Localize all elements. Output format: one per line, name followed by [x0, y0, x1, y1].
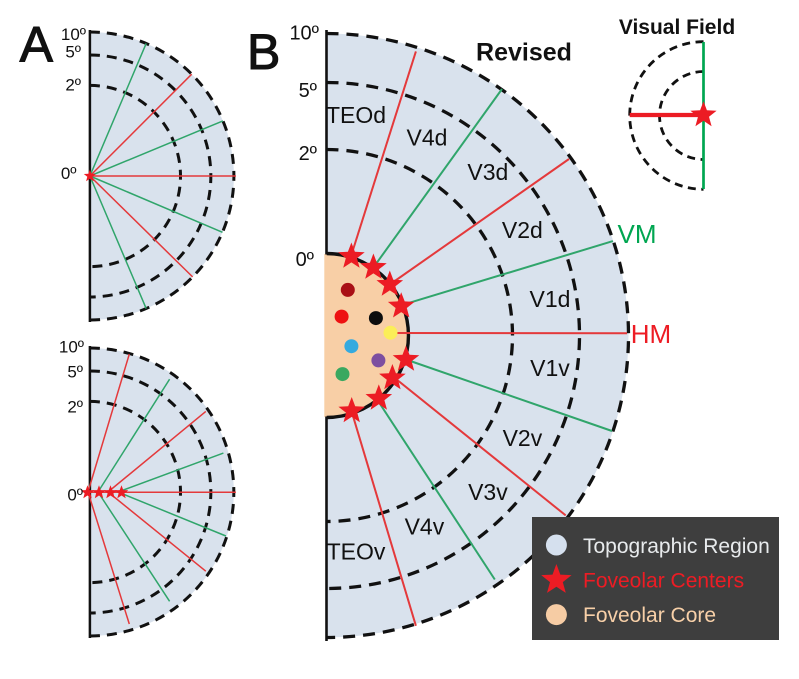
svg-text:Topographic Region: Topographic Region: [583, 535, 770, 558]
svg-text:2º: 2º: [299, 143, 318, 165]
svg-text:V3v: V3v: [468, 479, 508, 505]
svg-text:Foveolar Centers: Foveolar Centers: [583, 570, 744, 593]
svg-text:V4v: V4v: [405, 514, 445, 540]
svg-text:A: A: [20, 16, 54, 72]
svg-text:10º: 10º: [289, 23, 319, 45]
svg-text:2º: 2º: [65, 76, 81, 95]
svg-text:HM: HM: [631, 319, 671, 349]
svg-text:0º: 0º: [296, 249, 315, 271]
svg-text:5º: 5º: [67, 363, 83, 382]
svg-text:5º: 5º: [65, 43, 81, 62]
svg-text:10º: 10º: [59, 338, 84, 357]
svg-text:TEOd: TEOd: [326, 102, 386, 128]
svg-text:TEOv: TEOv: [327, 539, 386, 565]
svg-text:VM: VM: [618, 219, 657, 249]
svg-text:V1v: V1v: [530, 355, 570, 381]
svg-text:5º: 5º: [299, 80, 318, 102]
svg-text:0º: 0º: [61, 164, 77, 183]
svg-text:10º: 10º: [61, 25, 86, 44]
svg-text:B: B: [247, 24, 280, 80]
svg-text:Foveolar Core: Foveolar Core: [583, 604, 716, 627]
svg-text:0º: 0º: [67, 486, 83, 505]
svg-text:V4d: V4d: [407, 125, 448, 151]
svg-text:Visual Field: Visual Field: [619, 16, 735, 39]
svg-text:V1d: V1d: [530, 286, 571, 312]
svg-text:2º: 2º: [67, 398, 83, 417]
svg-text:Revised: Revised: [476, 39, 572, 67]
svg-text:V3d: V3d: [467, 159, 508, 185]
svg-text:V2v: V2v: [503, 425, 543, 451]
svg-text:V2d: V2d: [502, 217, 543, 243]
